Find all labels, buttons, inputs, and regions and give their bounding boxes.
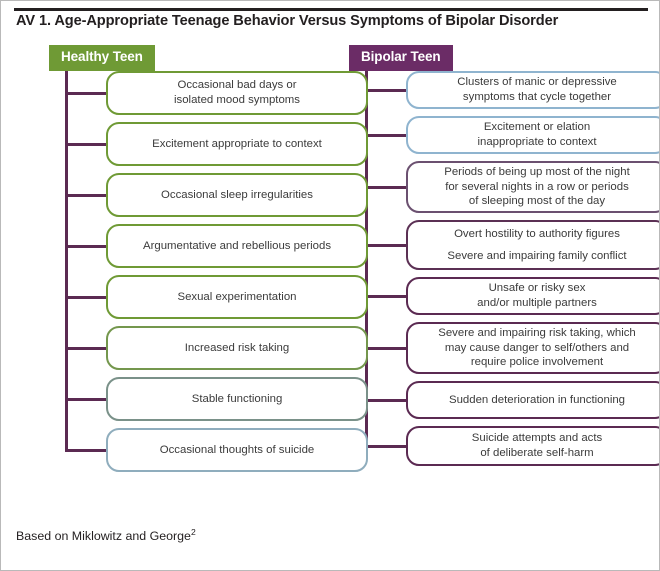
behavior-box[interactable]: Clusters of manic or depressive symptoms … (406, 71, 659, 109)
behavior-box-line: Sudden deterioration in functioning (448, 393, 626, 406)
behavior-box-line: may cause danger to self/others and (444, 341, 630, 354)
flow-row: Increased risk taking (66, 326, 368, 370)
rows-healthy-teen: Occasional bad days or isolated mood symp… (65, 71, 368, 479)
behavior-box-line: Stable functioning (191, 392, 283, 405)
behavior-box[interactable]: Excitement appropriate to context (106, 122, 368, 166)
behavior-box-line: Periods of being up most of the night (444, 166, 630, 179)
behavior-box[interactable]: Occasional bad days or isolated mood symp… (106, 71, 368, 115)
behavior-box-line: Severe and impairing family conflict (447, 249, 627, 262)
flow-row: Stable functioning (66, 377, 368, 421)
trunk-line-healthy (65, 71, 68, 452)
behavior-box-line: Suicide attempts and acts (471, 432, 603, 445)
behavior-box[interactable]: Occasional sleep irregularities (106, 173, 368, 217)
behavior-box[interactable]: Increased risk taking (106, 326, 368, 370)
flow-row: Occasional sleep irregularities (66, 173, 368, 217)
column-header-healthy-teen: Healthy Teen (49, 45, 155, 71)
behavior-box-line: Overt hostility to authority figures (454, 227, 620, 240)
flow-row: Sexual experimentation (66, 275, 368, 319)
behavior-box-line: and/or multiple partners (477, 297, 597, 309)
behavior-box-line: Excitement or elation (483, 121, 591, 134)
figure-title: AV 1. Age-Appropriate Teenage Behavior V… (16, 13, 559, 29)
flow-row: Unsafe or risky sex and/or multiple partn… (366, 277, 659, 315)
behavior-box-line: Occasional bad days or (177, 79, 297, 92)
footnote-text: Based on Miklowitz and George (16, 529, 191, 543)
behavior-box-line: inappropriate to context (477, 136, 597, 148)
behavior-box-line: of deliberate self-harm (480, 447, 594, 459)
behavior-box[interactable]: Argumentative and rebellious periods (106, 224, 368, 268)
behavior-box-line: Clusters of manic or depressive (457, 76, 617, 89)
behavior-box-line: require police involvement (470, 356, 604, 369)
behavior-box[interactable]: Stable functioning (106, 377, 368, 421)
behavior-box-line: Argumentative and rebellious periods (142, 239, 332, 252)
top-rule (14, 8, 648, 11)
behavior-box[interactable]: Sexual experimentation (106, 275, 368, 319)
behavior-box-line: isolated mood symptoms (174, 94, 300, 106)
flow-row: Excitement appropriate to context (66, 122, 368, 166)
flow-row: Occasional bad days or isolated mood symp… (66, 71, 368, 115)
flow-row: Sudden deterioration in functioning (366, 381, 659, 419)
behavior-box[interactable]: Excitement or elation inappropriate to co… (406, 116, 659, 154)
behavior-box-line: Severe and impairing risk taking, which (438, 327, 636, 340)
figure-footnote: Based on Miklowitz and George2 (16, 526, 196, 543)
flow-row: Suicide attempts and acts of deliberate s… (366, 426, 659, 466)
column-healthy-teen: Healthy Teen Occasional bad days or isola… (49, 45, 368, 472)
behavior-box-line: Excitement appropriate to context (152, 137, 322, 150)
behavior-box[interactable]: Sudden deterioration in functioning (406, 381, 659, 419)
behavior-box-line: Unsafe or risky sex (488, 282, 586, 295)
behavior-box-line: Occasional sleep irregularities (161, 188, 313, 201)
behavior-box-line: Increased risk taking (184, 341, 290, 354)
column-header-bipolar-teen: Bipolar Teen (349, 45, 453, 71)
behavior-box-line: for several nights in a row or periods (445, 180, 629, 193)
behavior-box[interactable]: Occasional thoughts of suicide (106, 428, 368, 472)
behavior-box-line: symptoms that cycle together (462, 91, 612, 103)
column-bipolar-teen: Bipolar Teen Clusters of manic or depres… (349, 45, 659, 466)
behavior-box[interactable]: Unsafe or risky sex and/or multiple partn… (406, 277, 659, 315)
flow-row: Excitement or elation inappropriate to co… (366, 116, 659, 154)
behavior-box[interactable]: Suicide attempts and acts of deliberate s… (406, 426, 659, 466)
behavior-box-line: Occasional thoughts of suicide (159, 443, 315, 456)
flow-row: Clusters of manic or depressive symptoms … (366, 71, 659, 109)
behavior-box-line: of sleeping most of the day (468, 195, 606, 208)
flow-row: Argumentative and rebellious periods (66, 224, 368, 268)
footnote-reference: 2 (190, 526, 196, 537)
flow-row: Occasional thoughts of suicide (66, 428, 368, 472)
rows-bipolar-teen: Clusters of manic or depressive symptoms … (365, 71, 659, 473)
behavior-box-line: Sexual experimentation (177, 290, 297, 303)
